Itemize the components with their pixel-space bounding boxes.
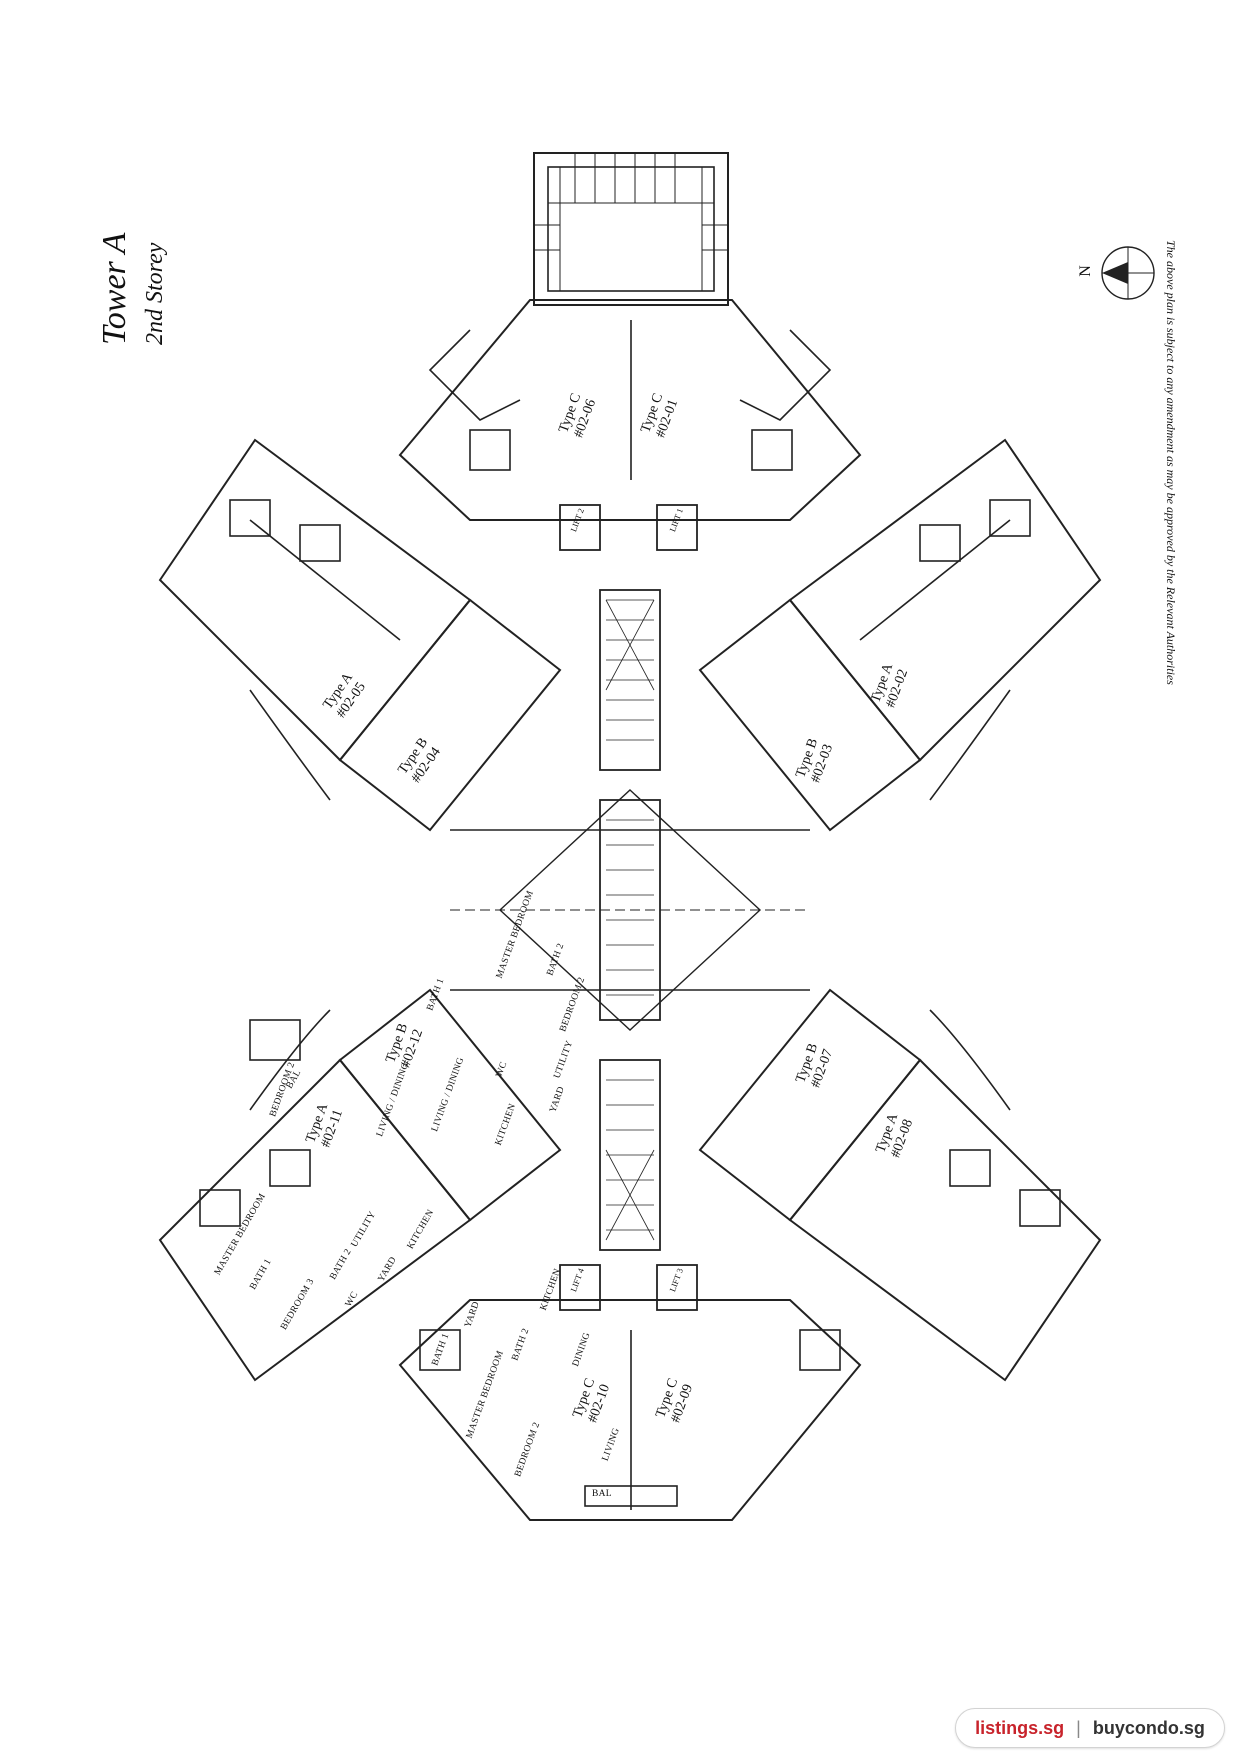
tower-title: Tower A bbox=[96, 232, 133, 345]
badge-separator: | bbox=[1076, 1717, 1081, 1738]
buycondo-site-link[interactable]: buycondo.sg bbox=[1092, 1717, 1205, 1738]
disclaimer-note: The above plan is subject to any amendme… bbox=[1164, 240, 1178, 685]
listings-site-link[interactable]: listings.sg bbox=[975, 1717, 1065, 1738]
north-label: N bbox=[1076, 265, 1094, 277]
listings-badge[interactable]: listings.sg | buycondo.sg bbox=[955, 1708, 1225, 1748]
storey-subtitle: 2nd Storey bbox=[142, 242, 168, 345]
room-bal-10: BAL bbox=[592, 1489, 612, 1499]
